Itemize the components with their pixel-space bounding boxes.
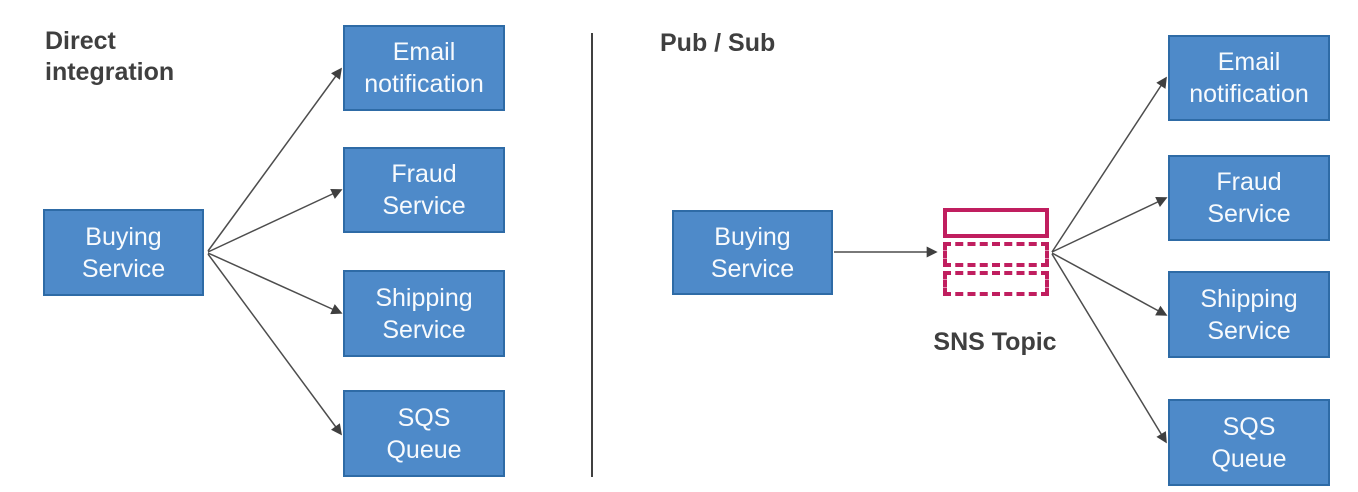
node-buying-service-right: Buying Service: [672, 210, 833, 295]
node-email-notification-left: Email notification: [343, 25, 505, 111]
node-fraud-service-right: Fraud Service: [1168, 155, 1330, 241]
node-sqs-queue-left: SQS Queue: [343, 390, 505, 477]
node-email-notification-right: Email notification: [1168, 35, 1330, 121]
arrow-sns-to-email: [1051, 76, 1167, 253]
node-fraud-service-left: Fraud Service: [343, 147, 505, 233]
sns-topic-icon-dashed-row-1: [943, 242, 1049, 267]
left-panel-title: Direct integration: [45, 27, 175, 86]
sns-topic-icon-solid-row: [943, 208, 1049, 238]
arrow-sns-to-shipping: [1051, 252, 1168, 316]
sns-topic-label: SNS Topic: [933, 328, 1057, 356]
node-buying-service-left: Buying Service: [43, 209, 204, 296]
arrow-buying-to-fraud: [207, 188, 343, 253]
right-panel-title: Pub / Sub: [660, 29, 776, 57]
direct-integration-arrows: [207, 67, 343, 436]
sns-topic-icon-dashed-row-2: [943, 271, 1049, 296]
node-shipping-service-right: Shipping Service: [1168, 271, 1330, 358]
node-shipping-service-left: Shipping Service: [343, 270, 505, 357]
node-sqs-queue-right: SQS Queue: [1168, 399, 1330, 486]
arrow-buying-to-email: [207, 67, 342, 252]
arrow-buying-to-sqs: [207, 253, 342, 436]
arrow-buying-to-shipping: [207, 252, 343, 315]
arrow-sns-to-fraud: [1051, 197, 1168, 253]
